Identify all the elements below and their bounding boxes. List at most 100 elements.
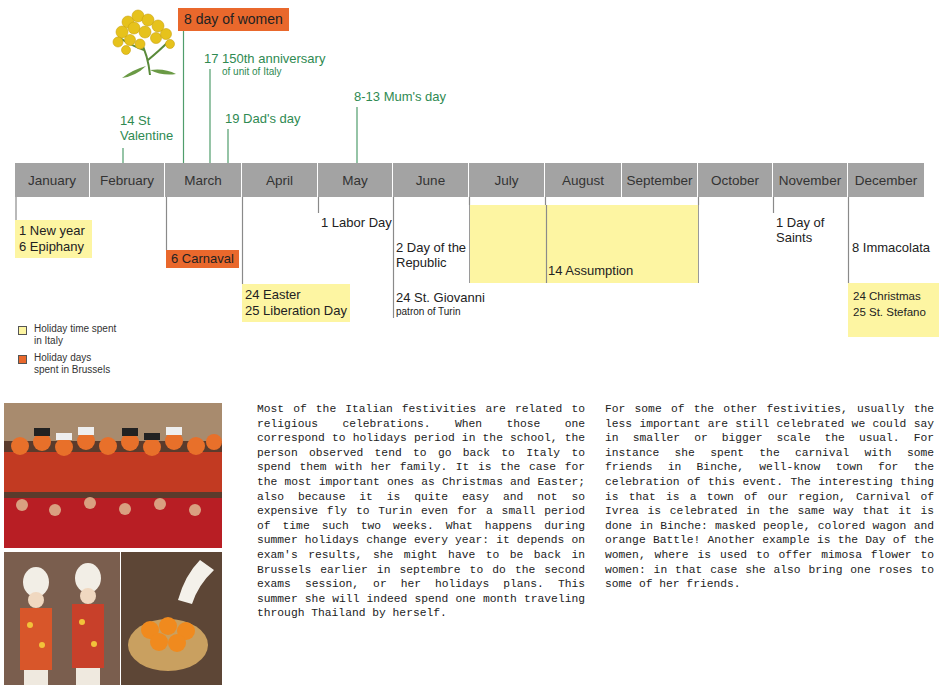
month-cell: May bbox=[318, 163, 393, 197]
month-cell: December bbox=[848, 163, 925, 197]
legend-swatch bbox=[18, 355, 27, 364]
photo-ground bbox=[121, 552, 222, 685]
month-name: November bbox=[779, 173, 841, 188]
photo-gilles bbox=[4, 552, 120, 685]
oranges bbox=[141, 617, 195, 652]
figure-head bbox=[55, 438, 73, 456]
figure-head bbox=[99, 437, 117, 455]
text-stack: October bbox=[711, 173, 759, 188]
holiday-label: 1 Labor Day bbox=[321, 215, 392, 230]
month-name: March bbox=[184, 173, 222, 188]
event-label: 14 St Valentine bbox=[120, 113, 184, 143]
figure-legs bbox=[24, 670, 48, 685]
blossom bbox=[113, 37, 123, 47]
legend-text: Holiday days spent in Brussels bbox=[34, 352, 118, 376]
month-name: July bbox=[494, 173, 518, 188]
month-cell: March bbox=[165, 163, 242, 197]
holiday-box: 24 Christmas25 St. Stefano bbox=[848, 283, 939, 337]
holiday-box: 1 New year6 Epiphany bbox=[15, 220, 92, 258]
crowd-head bbox=[119, 503, 131, 515]
photo-ground bbox=[4, 552, 120, 685]
connector-line bbox=[15, 197, 16, 220]
orange-fruit bbox=[168, 634, 186, 652]
text-stack: August bbox=[562, 173, 604, 188]
holiday-label: 8 Immacolata bbox=[852, 240, 930, 255]
figure-face bbox=[80, 588, 96, 604]
figure-face bbox=[28, 592, 44, 608]
photo-crowd-heads bbox=[16, 497, 201, 516]
checker-hat bbox=[166, 427, 182, 435]
holiday-label: 1 Day of Saints bbox=[776, 215, 838, 245]
leader-line bbox=[545, 197, 546, 205]
node-text: 25 St. Stefano bbox=[853, 304, 939, 320]
mimosa-leaf bbox=[122, 66, 146, 78]
figure-legs bbox=[76, 668, 100, 685]
text-stack: February bbox=[100, 173, 154, 188]
connector-line bbox=[166, 197, 167, 250]
text-stack: March bbox=[184, 173, 222, 188]
leader-line bbox=[122, 148, 123, 163]
leader-line bbox=[318, 197, 319, 213]
crowd-head bbox=[49, 504, 61, 516]
month-name: June bbox=[416, 173, 445, 188]
connector-line bbox=[183, 31, 184, 163]
body-paragraph: Most of the Italian festivities are rela… bbox=[257, 402, 585, 621]
blossom bbox=[128, 22, 140, 34]
checker-hat bbox=[78, 427, 94, 435]
photo-ground bbox=[4, 403, 222, 548]
month-name: February bbox=[100, 173, 154, 188]
legend-swatch bbox=[18, 326, 27, 335]
mimosa-leaf bbox=[150, 70, 176, 75]
month-name: December bbox=[855, 173, 917, 188]
text-stack: April bbox=[266, 173, 293, 188]
figure-head bbox=[206, 434, 222, 450]
month-cell: June bbox=[393, 163, 469, 197]
event-sublabel: of unit of Italy bbox=[222, 66, 281, 78]
node-text: 6 Carnaval bbox=[171, 251, 234, 267]
leader-line bbox=[227, 129, 228, 163]
photo-crowd bbox=[4, 498, 222, 548]
text-stack: July bbox=[494, 173, 518, 188]
figure-body bbox=[20, 608, 52, 670]
leader-line bbox=[393, 197, 394, 318]
checker-hat bbox=[144, 433, 160, 440]
node-text: 25 Liberation Day bbox=[245, 303, 347, 319]
text-stack: 24 Christmas25 St. Stefano bbox=[853, 288, 939, 320]
text-stack: 6 Carnaval bbox=[171, 251, 234, 267]
text-stack: June bbox=[416, 173, 445, 188]
figure-head bbox=[143, 438, 161, 456]
leader-line bbox=[356, 107, 357, 163]
leader-line bbox=[773, 197, 774, 213]
month-cell: January bbox=[15, 163, 90, 197]
mimosa-flower bbox=[113, 10, 176, 78]
crowd-head bbox=[84, 497, 96, 509]
month-cell: November bbox=[773, 163, 848, 197]
event-label: 19 Dad's day bbox=[225, 111, 300, 126]
leader-line bbox=[469, 197, 470, 205]
month-cell: February bbox=[90, 163, 165, 197]
holiday-box: 24 Easter25 Liberation Day bbox=[242, 284, 350, 322]
body-paragraph: For some of the other festivities, usual… bbox=[605, 402, 934, 592]
photo-building bbox=[4, 403, 222, 441]
node-text: 14 Assumption bbox=[548, 263, 633, 279]
holiday-label: 2 Day of the Republic bbox=[396, 240, 478, 270]
text-stack: 8 day of women bbox=[184, 11, 283, 28]
mimosa-blossoms bbox=[113, 10, 175, 55]
checker-hat bbox=[34, 428, 50, 436]
orange-fruit bbox=[159, 617, 177, 635]
event-box: 8 day of women bbox=[178, 8, 289, 31]
gloved-hand bbox=[178, 560, 214, 604]
figure-body bbox=[72, 604, 104, 668]
text-stack: 1 New year6 Epiphany bbox=[19, 223, 88, 255]
node-text: 8 day of women bbox=[184, 11, 283, 28]
figure-head bbox=[11, 437, 29, 455]
checker-hat bbox=[56, 433, 72, 440]
month-name: August bbox=[562, 173, 604, 188]
text-stack: 14 Assumption bbox=[548, 263, 633, 279]
legend-text: Holiday time spent in Italy bbox=[34, 323, 118, 347]
month-name: January bbox=[28, 173, 76, 188]
blossom bbox=[125, 35, 136, 46]
photo-hats bbox=[34, 427, 182, 440]
photo-orange-basket bbox=[121, 552, 222, 685]
costume-dot bbox=[27, 622, 33, 628]
